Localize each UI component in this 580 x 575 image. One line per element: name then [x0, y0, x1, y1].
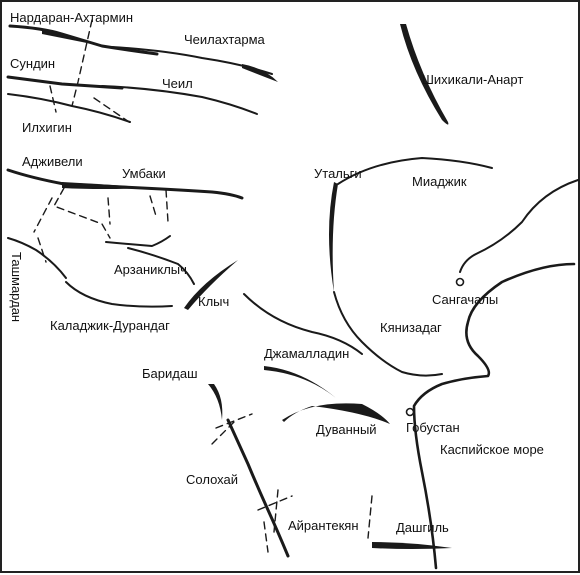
fault-ilkhigin: [49, 85, 133, 125]
label-gobustan: Гобустан: [406, 420, 460, 435]
fold-utalgi-lens: [329, 182, 338, 292]
label-adzhiveli: Адживели: [22, 154, 83, 169]
label-utalgi: Утальги: [314, 166, 362, 181]
fold-duvanny: [282, 403, 390, 424]
river-sangachaly: [459, 179, 579, 273]
fold-arzaniklych-2: [127, 247, 195, 285]
label-cheilakhtarma: Чеилахтарма: [184, 32, 266, 47]
fold-klych: [184, 260, 238, 310]
label-duvanny: Дуванный: [316, 422, 377, 437]
fold-umbaki-lens: [62, 182, 152, 189]
label-cheil: Чеил: [162, 76, 193, 91]
fold-solokhai: [226, 418, 290, 558]
fault-airantekyan: [257, 489, 293, 553]
label-miadzhik: Миаджик: [412, 174, 467, 189]
coastline: [412, 262, 576, 570]
label-arzaniklych: Арзаниклыч: [114, 262, 187, 277]
fold-baridash: [208, 384, 223, 420]
label-dzhamalladin: Джамалладин: [264, 346, 349, 361]
fault-umbaki: [149, 189, 169, 223]
label-tashmardan: Ташмардан: [9, 252, 24, 322]
fold-kalyadzhik: [65, 281, 173, 308]
label-caspian: Каспийское море: [440, 442, 544, 457]
fault-arzaniklych: [37, 237, 47, 263]
label-sundin: Сундин: [10, 56, 55, 71]
fold-cheil: [101, 85, 258, 115]
fold-dzhamalladin: [264, 366, 336, 398]
label-umbaki: Умбаки: [122, 166, 166, 181]
label-airantekyan: Айрантекян: [288, 518, 359, 533]
fault-adzhiveli: [33, 187, 111, 239]
town-gobustan-marker: [405, 407, 415, 417]
fold-arzaniklych: [105, 235, 171, 247]
label-klych: Клыч: [198, 294, 229, 309]
label-solokhai: Солохай: [186, 472, 238, 487]
label-kyanizadag: Кянизадаг: [380, 320, 442, 335]
label-ilkhigin: Илхигин: [22, 120, 72, 135]
fold-dashgil: [372, 542, 452, 549]
town-sangachaly-marker: [455, 277, 465, 287]
fault-nardaran: [71, 19, 93, 107]
fold-tashmardan: [7, 237, 67, 279]
label-shikhikali: Шихикали-Анарт: [422, 72, 523, 87]
fold-shikhikali: [400, 24, 449, 125]
label-dashgil: Дашгиль: [396, 520, 449, 535]
label-sangachaly: Сангачалы: [432, 292, 498, 307]
label-nardaran: Нардаран-Ахтармин: [10, 10, 133, 25]
fold-nardaran-lens: [42, 30, 102, 46]
fold-kyanizadag: [243, 293, 363, 355]
fold-cheilakhtarma-lens: [242, 64, 278, 82]
label-kalyadzhik: Каладжик-Дурандаг: [50, 318, 170, 333]
fault-solokhai: [211, 413, 253, 445]
fold-utalgi: [337, 157, 493, 185]
fold-ilkhigin: [7, 93, 131, 123]
fault-dashgil: [367, 495, 373, 539]
label-baridash: Баридаш: [142, 366, 198, 381]
fold-utalgi-south: [333, 291, 443, 377]
fold-nardaran: [8, 24, 159, 56]
